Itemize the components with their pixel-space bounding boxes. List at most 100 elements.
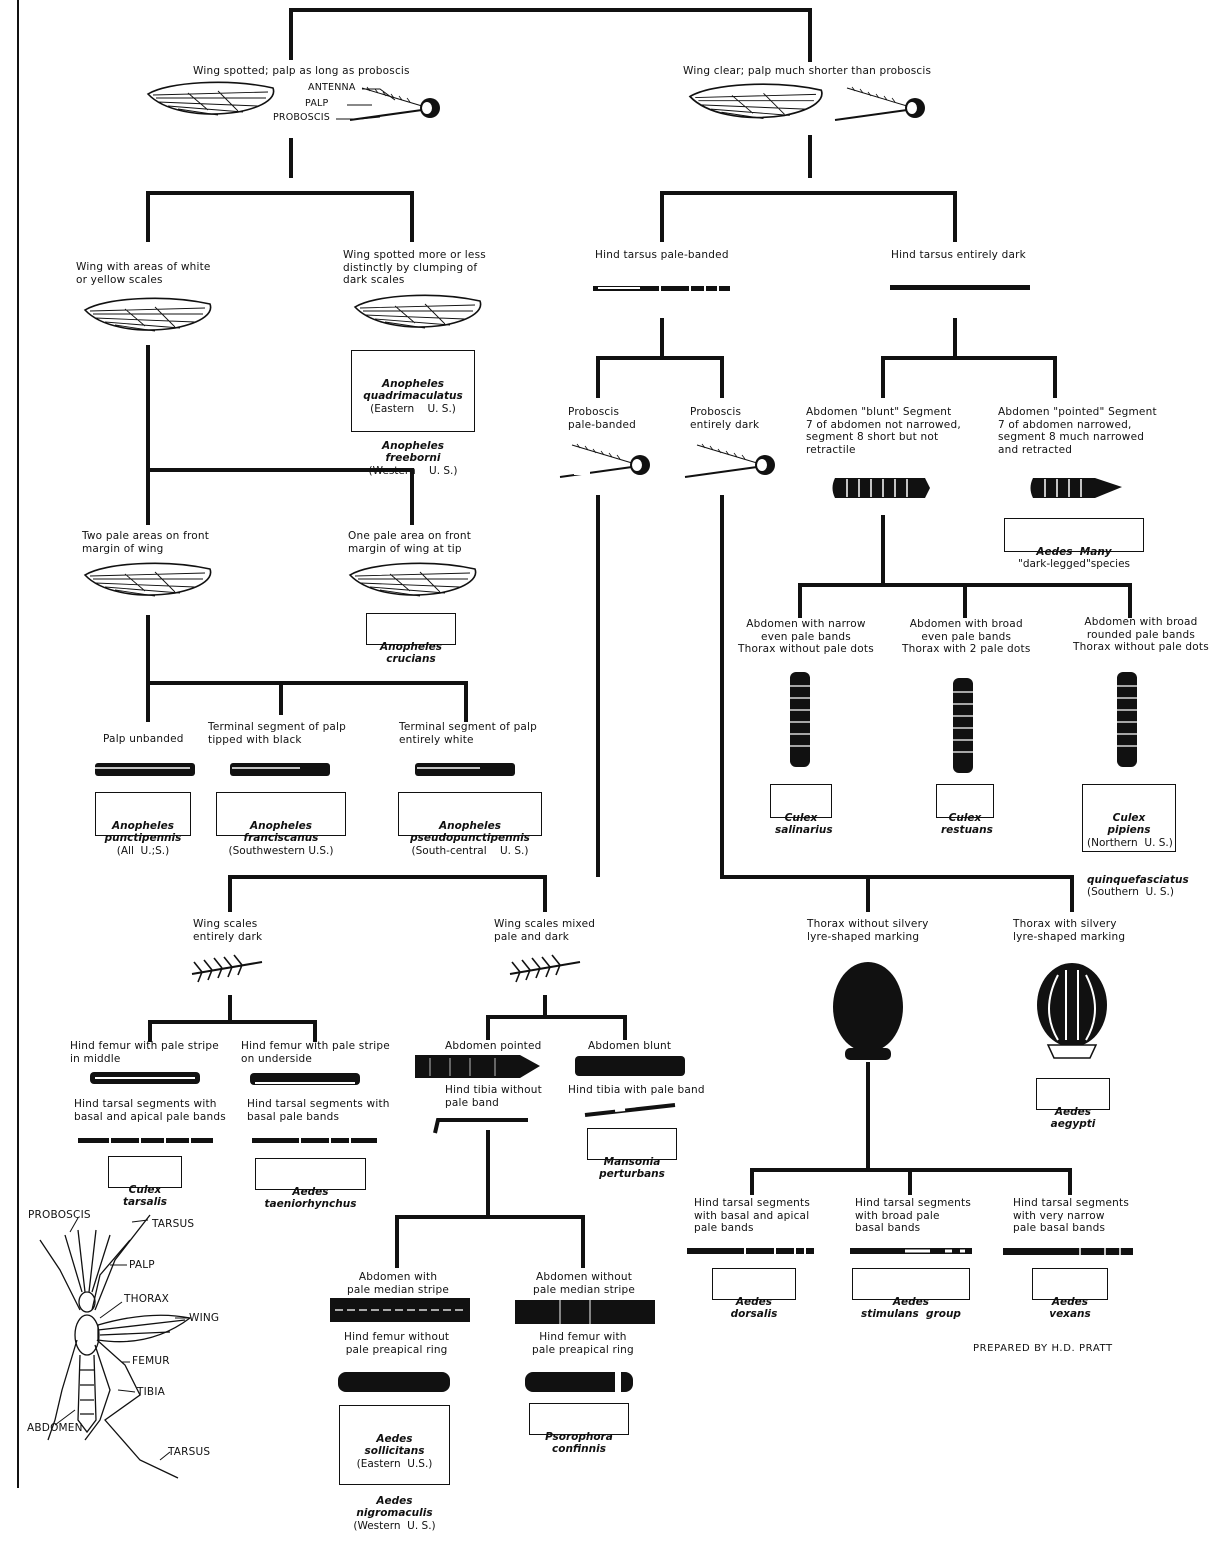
label-no-median-stripe: Abdomen without pale median stripe (533, 1271, 636, 1296)
label-wing-spotted: Wing spotted; palp as long as proboscis (193, 65, 410, 77)
abdomen-rounded-bands-icon (1116, 671, 1138, 768)
hind-tarsus-banded-icon (593, 286, 730, 291)
anatomy-thorax: THORAX (124, 1293, 170, 1305)
label-femur-underside-stripe: Hind femur with pale stripe on underside (241, 1040, 390, 1065)
label-wing-clumped: Wing spotted more or less distinctly by … (343, 249, 486, 287)
anatomy-tarsus-top: TARSUS (152, 1218, 195, 1230)
tarsal-basal-icon (252, 1138, 377, 1143)
label-tarsal-basal: Hind tarsal segments with basal pale ban… (247, 1098, 390, 1123)
anatomy-wing: WING (189, 1312, 220, 1324)
mosquito-anatomy-figure (39, 1214, 192, 1479)
label-wing-white-scales: Wing with areas of white or yellow scale… (76, 261, 211, 286)
label-tarsal-basal-apical: Hind tarsal segments with basal and apic… (74, 1098, 226, 1123)
tarsal-basal-apical-icon (78, 1138, 213, 1143)
tarsus-broad-basal-icon (850, 1248, 972, 1254)
palp-white-tip-icon (415, 763, 515, 776)
wing-two-pale-icon (84, 562, 212, 597)
femur-underside-stripe-icon (250, 1073, 360, 1085)
abdomen-pointed-icon (1030, 478, 1122, 498)
wing-clear-icon (689, 83, 823, 120)
wing-clumped-scales-icon (354, 294, 482, 329)
label-palp-white: Terminal segment of palp entirely white (399, 721, 538, 746)
head-short-palp-icon (834, 86, 926, 121)
label-proboscis: PROBOSCIS (273, 112, 330, 123)
credit-prepared-by: PREPARED BY H.D. PRATT (973, 1343, 1113, 1354)
label-tibia-with-band: Hind tibia with pale band (568, 1084, 705, 1096)
palp-black-tip-icon (230, 763, 330, 776)
tarsus-basal-apical-icon (687, 1248, 814, 1254)
abdomen-broad-bands-icon (952, 677, 974, 774)
label-proboscis-dark: Proboscis entirely dark (690, 406, 760, 431)
wing-one-pale-icon (349, 562, 477, 597)
wing-scales-dark-icon (191, 954, 263, 983)
proboscis-banded-icon (559, 443, 651, 478)
abdomen-no-median-stripe-icon (515, 1300, 655, 1324)
label-abdomen-pointed-2: Abdomen pointed (445, 1040, 542, 1052)
anatomy-proboscis: PROBOSCIS (28, 1209, 91, 1221)
label-femur-ring: Hind femur with pale preapical ring (532, 1331, 634, 1356)
wing-scales-mixed-icon (509, 954, 581, 983)
label-palp-unbanded: Palp unbanded (103, 733, 184, 745)
label-thorax-no-lyre: Thorax without silvery lyre-shaped marki… (807, 918, 929, 943)
label-hind-tarsus-dark: Hind tarsus entirely dark (891, 249, 1026, 261)
anatomy-abdomen: ABDOMEN (27, 1422, 83, 1434)
label-abdomen-blunt-2: Abdomen blunt (588, 1040, 672, 1052)
label-hind-tarsus-banded: Hind tarsus pale-banded (595, 249, 729, 261)
femur-middle-stripe-icon (90, 1072, 200, 1084)
abdomen-median-stripe-icon (330, 1298, 470, 1322)
label-tarsal-broad-basal: Hind tarsal segments with broad pale bas… (855, 1197, 972, 1235)
head-long-palp-icon (349, 86, 441, 121)
wing-spotted-icon (147, 81, 275, 116)
label-proboscis-banded: Proboscis pale-banded (568, 406, 637, 431)
label-abdomen-broad-bands: Abdomen with broad even pale bands Thora… (902, 618, 1031, 656)
label-wing-clear: Wing clear; palp much shorter than probo… (683, 65, 932, 77)
label-abdomen-narrow-bands: Abdomen with narrow even pale bands Thor… (738, 618, 874, 656)
label-wing-scales-mixed: Wing scales mixed pale and dark (494, 918, 596, 943)
tibia-no-band-icon (433, 1118, 528, 1134)
femur-ring-icon (525, 1372, 633, 1392)
label-tibia-without-band: Hind tibia without pale band (445, 1084, 542, 1109)
label-thorax-lyre: Thorax with silvery lyre-shaped marking (1013, 918, 1126, 943)
tibia-band-icon (584, 1103, 676, 1117)
label-abdomen-blunt: Abdomen "blunt" Segment 7 of abdomen not… (806, 406, 961, 456)
label-one-pale-area: One pale area on front margin of wing at… (348, 530, 472, 555)
palp-unbanded-icon (95, 763, 195, 776)
tree-lines (146, 8, 1132, 1268)
label-femur-no-ring: Hind femur without pale preapical ring (344, 1331, 450, 1356)
species-box-aedes-dark-legged: Aedes Many"dark-legged"species (1004, 518, 1144, 570)
label-palp-tipped-black: Terminal segment of palp tipped with bla… (208, 721, 347, 746)
identification-key-diagram: Wing spotted; palp as long as proboscis … (17, 0, 1209, 1532)
label-median-stripe: Abdomen with pale median stripe (347, 1271, 450, 1296)
thorax-lyre-icon (1037, 963, 1107, 1059)
label-antenna: ANTENNA (308, 82, 356, 93)
anatomy-palp: PALP (129, 1259, 155, 1271)
abdomen-blunt-icon (831, 477, 931, 499)
anatomy-tarsus-bottom: TARSUS (168, 1446, 211, 1458)
label-abdomen-pointed: Abdomen "pointed" Segment 7 of abdomen n… (998, 406, 1157, 456)
tarsus-narrow-basal-icon (1003, 1248, 1133, 1255)
thorax-plain-icon (833, 962, 903, 1060)
abdomen-narrow-bands-icon (789, 671, 811, 768)
connector-lines (17, 0, 1138, 1488)
proboscis-dark-icon (684, 443, 776, 478)
label-wing-scales-dark: Wing scales entirely dark (193, 918, 263, 943)
abdomen-blunt-2-icon (575, 1056, 685, 1076)
abdomen-pointed-2-icon (415, 1055, 540, 1078)
label-femur-middle-stripe: Hind femur with pale stripe in middle (70, 1040, 219, 1065)
